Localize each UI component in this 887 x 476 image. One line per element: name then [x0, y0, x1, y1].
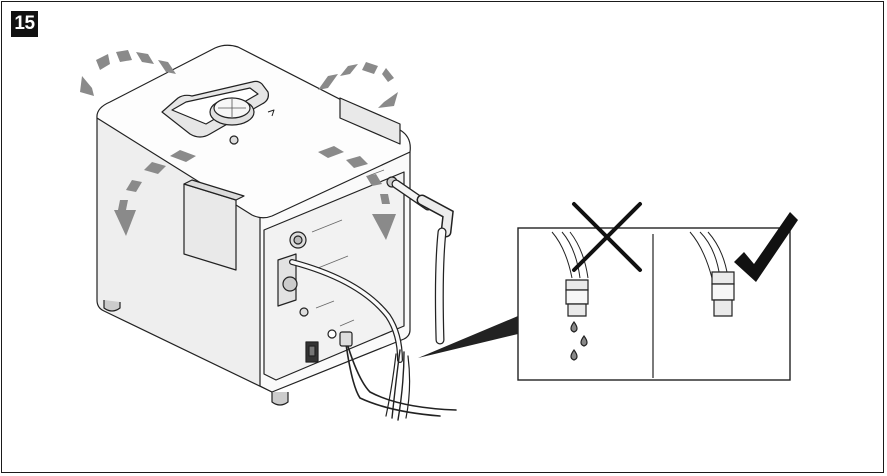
arrow-bottom-right: [318, 146, 396, 240]
water-drip-icon: [570, 348, 578, 361]
x-mark-icon: [572, 202, 642, 272]
detail-inset-border: [517, 227, 791, 381]
arrow-top-left: [80, 50, 176, 96]
step-number-badge: 15: [11, 11, 38, 37]
rotation-arrows: [80, 50, 398, 240]
arrow-top-right: [318, 62, 398, 108]
panel-incorrect: [551, 231, 589, 361]
callout-pointer: [418, 316, 518, 358]
tubes-and-cables: [289, 179, 457, 421]
arrow-bottom-left: [114, 150, 196, 236]
panel-correct: [689, 231, 735, 317]
water-drip-icon: [580, 334, 588, 347]
water-drip-icon: [570, 320, 578, 333]
detail-inset: [517, 202, 798, 381]
humidifier-unit: [96, 44, 411, 406]
check-mark-icon: [734, 212, 798, 282]
